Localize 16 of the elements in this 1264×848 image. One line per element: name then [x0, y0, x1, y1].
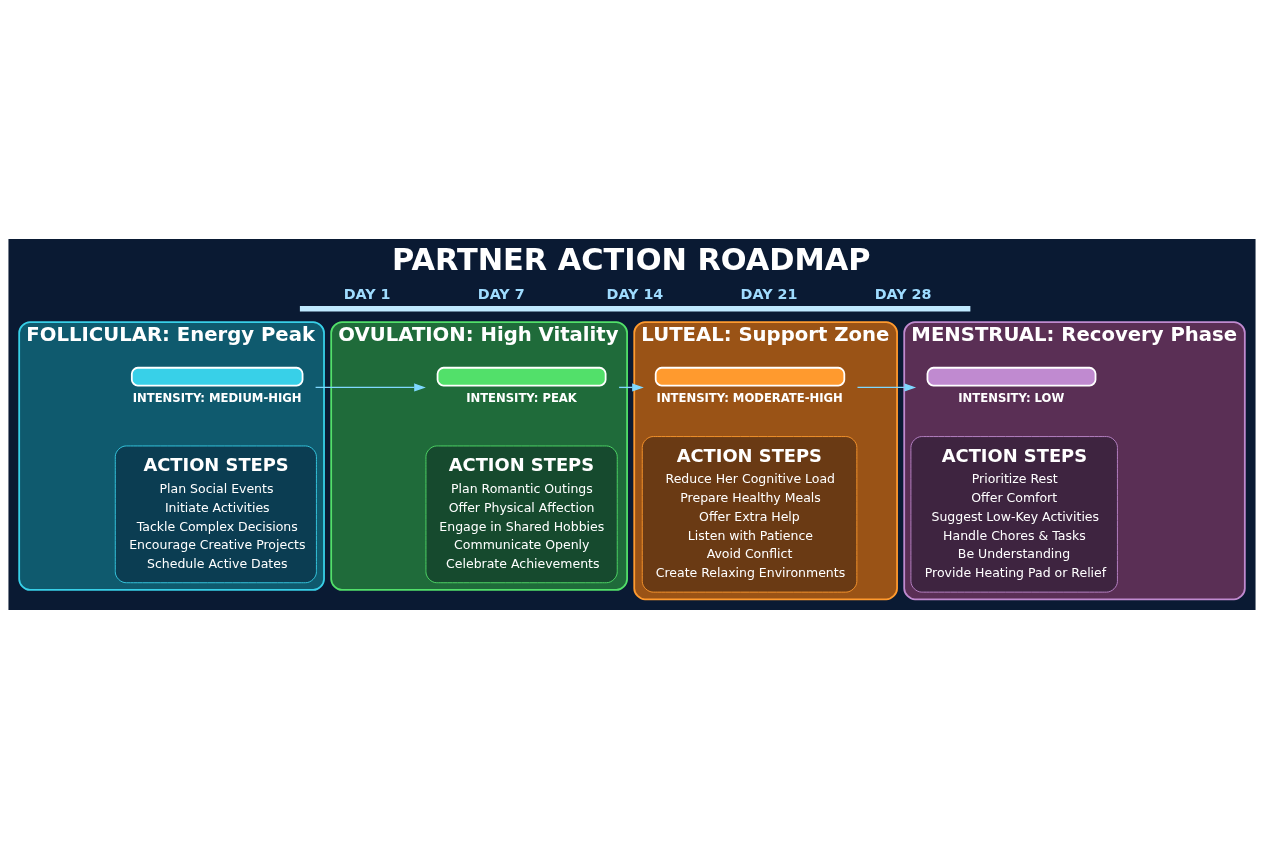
node-box: ACTION STEPS Reduce Her Cognitive Load Prepare Healthy Meals Offer Extra Help Listen with Patience Avoid Conflict Create Relaxing Environments	[641, 435, 858, 593]
node-box: ACTION STEPS Prioritize Rest Offer Comfort Suggest Low-Key Activities Handle Chores & Tasks Be Understanding Provide Heating Pad or Relief	[910, 435, 1118, 593]
label: DAY 7	[477, 285, 525, 302]
node-label: INTENSITY: LOW	[958, 390, 1065, 405]
label: DAY 14	[606, 285, 664, 302]
label: DAY 1	[343, 285, 391, 302]
node-label: INTENSITY: MODERATE-HIGH	[656, 390, 843, 405]
node-label: INTENSITY: MEDIUM-HIGH	[132, 390, 302, 405]
node-label: INTENSITY: PEAK	[466, 390, 577, 405]
node-box: ACTION STEPS Plan Social Events Initiate Activities Tackle Complex Decisions Encourage Creative Projects Schedule Active Dates	[114, 445, 317, 583]
arrow	[314, 382, 426, 391]
node-box: ACTION STEPS Plan Romantic Outings Offer Physical Affection Engage in Shared Hobbies Communicate Openly Celebrate Achievements	[425, 445, 618, 583]
label: DAY 21	[740, 285, 798, 302]
arrow	[856, 382, 917, 391]
diagram-title: PARTNER ACTION ROADMAP	[391, 241, 871, 277]
label: DAY 28	[874, 285, 932, 302]
